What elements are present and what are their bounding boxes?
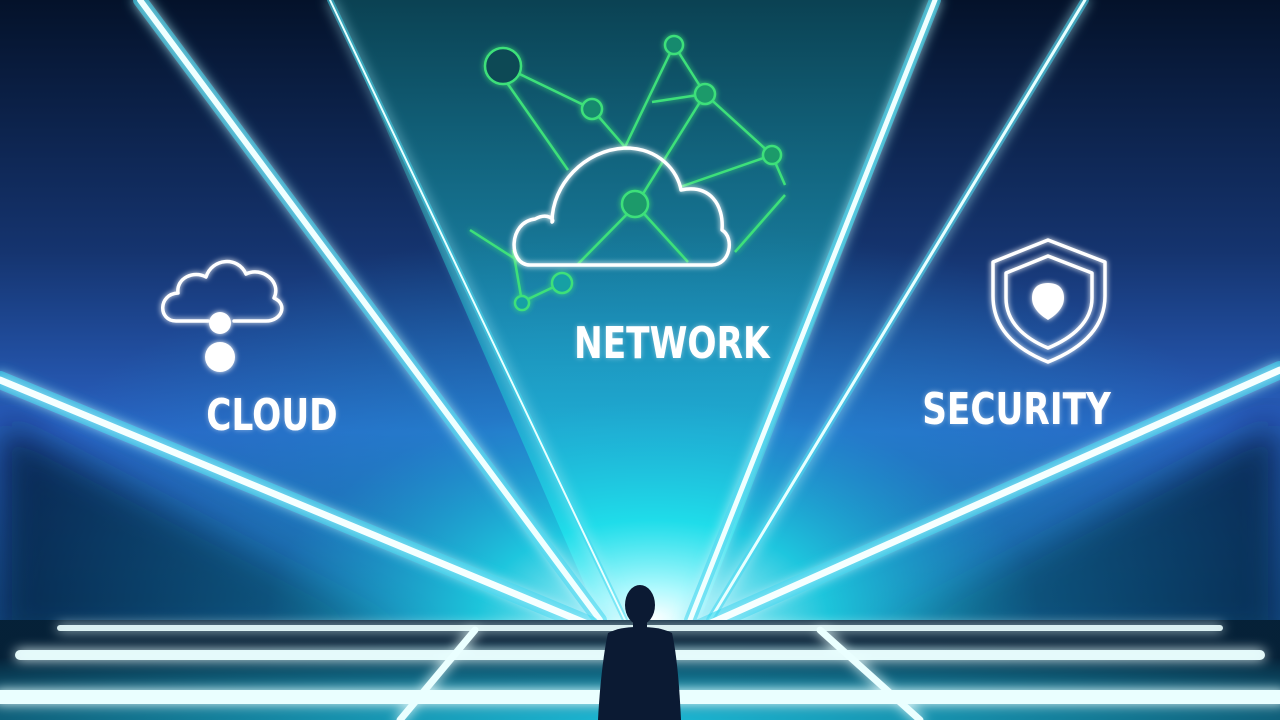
- shield-icon: [991, 238, 1107, 364]
- light-rays: [0, 0, 1280, 637]
- person-silhouette: [598, 585, 681, 720]
- concept-label-network: NETWORK: [574, 318, 770, 369]
- cloud-network-graph-icon: [469, 34, 787, 312]
- concept-label-cloud: CLOUD: [206, 390, 338, 441]
- concept-label-security: SECURITY: [922, 384, 1111, 435]
- cloud-with-dots-icon: [161, 259, 284, 372]
